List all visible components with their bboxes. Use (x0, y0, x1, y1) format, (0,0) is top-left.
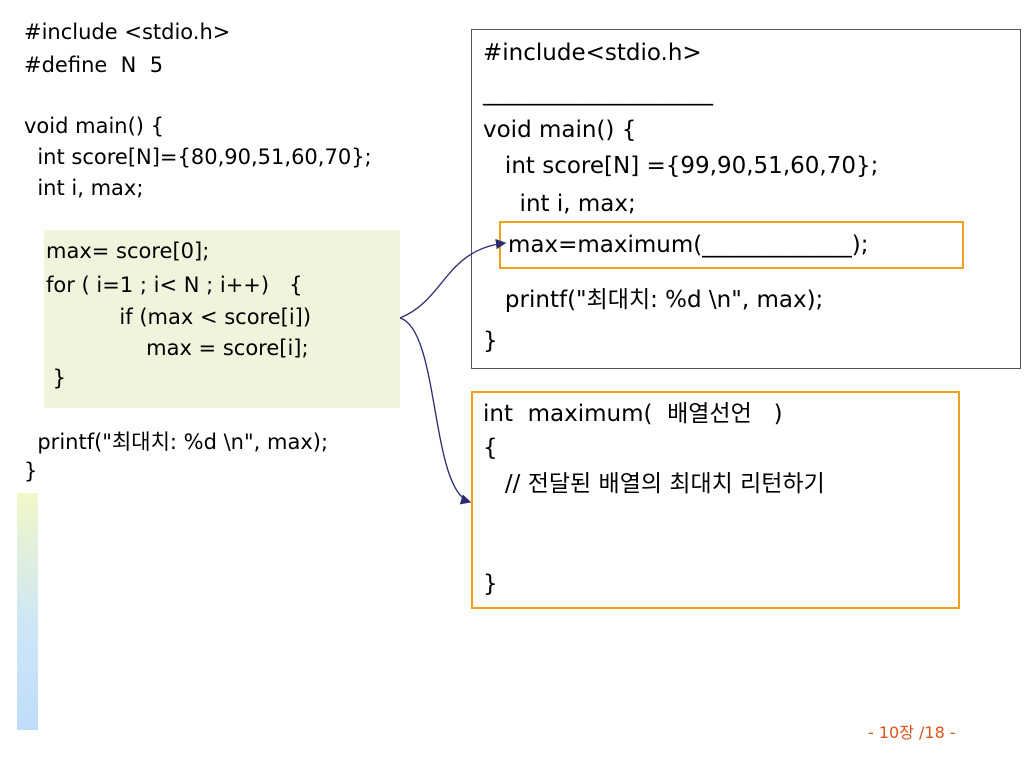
box1-main-declaration: void main() { (483, 117, 637, 143)
main-close-brace: } (24, 459, 38, 483)
box1-include-line: #include<stdio.h> (483, 40, 702, 66)
for-close-brace: } (46, 366, 67, 390)
box1-score-declaration: int score[N] ={99,90,51,60,70}; (483, 153, 879, 179)
box2-signature: int maximum( 배열선언 ) (483, 401, 783, 427)
box2-open-brace: { (483, 435, 498, 461)
box2-comment: // 전달된 배열의 최대치 리턴하기 (483, 471, 825, 497)
arrow-to-maximum-function (399, 317, 472, 505)
box1-printf-line: printf("최대치: %d \n", max); (483, 287, 824, 313)
highlighted-code-block (44, 230, 400, 408)
box1-close-brace: } (483, 328, 498, 354)
printf-line: printf("최대치: %d \n", max); (24, 430, 329, 454)
box1-vars-declaration: int i, max; (483, 191, 636, 217)
maximum-function-box (471, 391, 960, 609)
max-init-line: max= score[0]; (46, 239, 210, 263)
score-declaration: int score[N]={80,90,51,60,70}; (24, 145, 372, 169)
include-line: #include <stdio.h> (24, 20, 231, 44)
define-line: #define N 5 (24, 53, 164, 77)
decorative-sidebar-bar (17, 493, 38, 730)
main-declaration: void main() { (24, 114, 165, 138)
vars-declaration: int i, max; (24, 176, 144, 200)
box1-call-statement: max=maximum(_____________); (508, 232, 869, 258)
page-number: - 10장 /18 - (868, 723, 956, 742)
box2-close-brace: } (483, 571, 498, 597)
if-statement-line: if (max < score[i]) (46, 305, 312, 329)
box1-blank-line: ____________________ (483, 80, 713, 106)
main-code-box (471, 29, 1021, 369)
assign-statement-line: max = score[i]; (46, 336, 309, 360)
for-loop-line: for ( i=1 ; i< N ; i++) { (46, 273, 303, 297)
arrow-to-call-statement (399, 238, 507, 319)
